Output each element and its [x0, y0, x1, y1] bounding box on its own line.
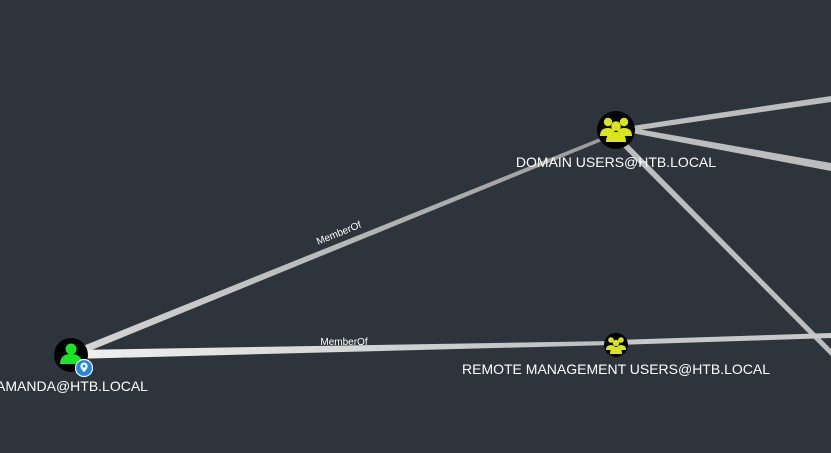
node-label-remote-mgmt: REMOTE MANAGEMENT USERS@HTB.LOCAL — [462, 361, 770, 377]
start-node-marker — [74, 358, 94, 378]
user-icon — [60, 343, 82, 364]
node-amanda[interactable] — [54, 338, 94, 378]
node-remote-mgmt[interactable] — [604, 333, 628, 357]
node-label-amanda: AMANDA@HTB.LOCAL — [0, 378, 148, 394]
node-domain-users[interactable] — [597, 111, 635, 149]
group-icon — [606, 337, 626, 354]
edge-domain-users-offscreen-lower[interactable] — [620, 140, 831, 356]
group-icon — [600, 117, 632, 142]
edge-memberof-remote-mgmt[interactable] — [72, 341, 612, 359]
edge-remote-mgmt-offscreen[interactable] — [616, 333, 831, 345]
edge-memberof-domain-users[interactable] — [68, 138, 602, 358]
map-pin-icon — [80, 362, 88, 373]
node-label-domain-users: DOMAIN USERS@HTB.LOCAL — [516, 154, 716, 170]
edge-label-remote-mgmt: MemberOf — [320, 337, 367, 348]
edge-domain-users-offscreen-mid[interactable] — [632, 128, 831, 171]
edge-domain-users-offscreen-upper[interactable] — [632, 96, 831, 131]
offscreen-edges — [616, 96, 831, 356]
